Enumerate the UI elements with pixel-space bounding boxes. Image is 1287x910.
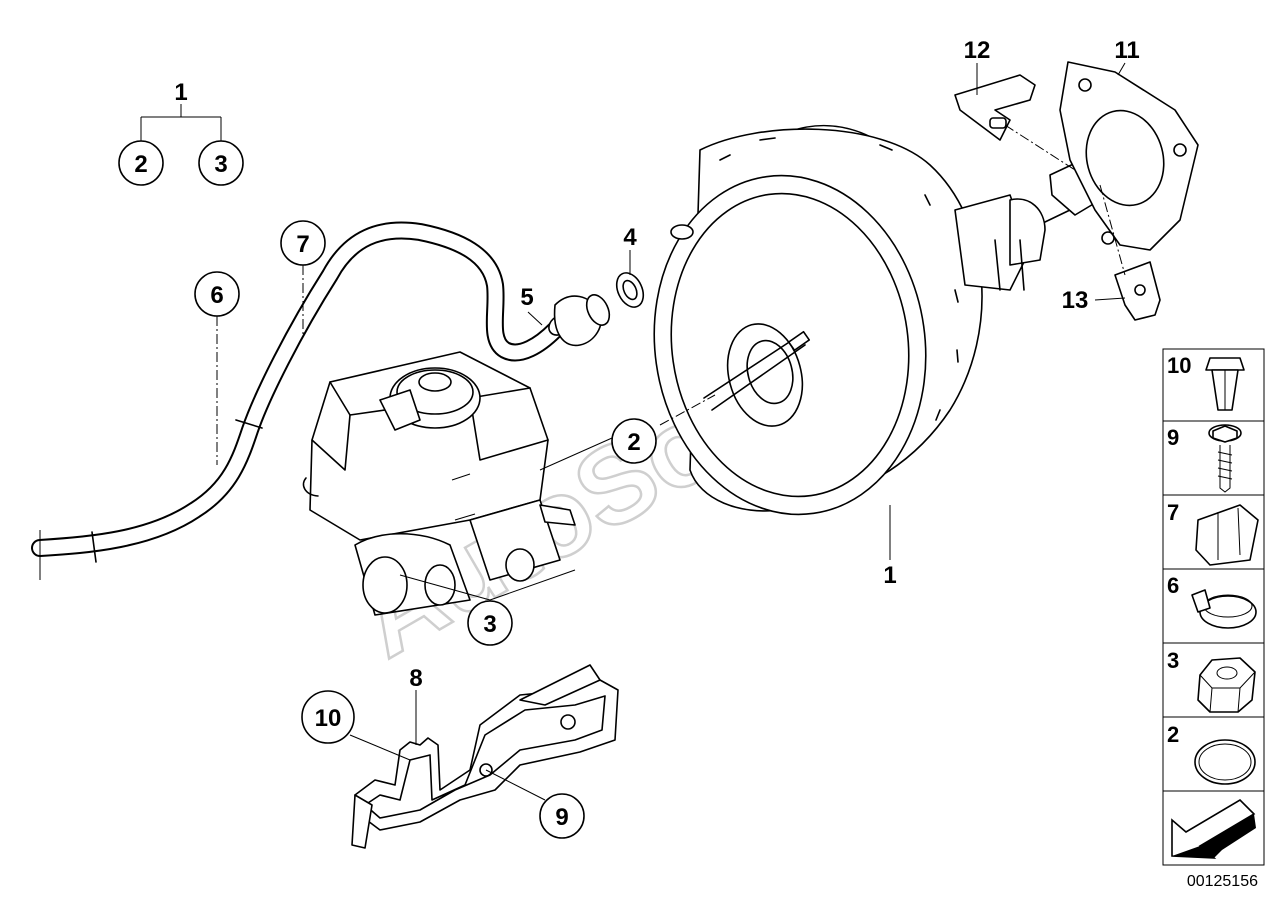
expanding-nut-icon (1205, 357, 1245, 411)
callout-10: 10 (301, 690, 355, 744)
brake-hose-assembly (31, 221, 564, 580)
callout-1-top: 1 (174, 79, 187, 106)
clevis-and-bracket (954, 61, 1199, 321)
master-cylinder (302, 351, 576, 616)
legend-label-10: 10 (1167, 353, 1191, 378)
legend-item-arrow (1162, 790, 1265, 866)
callout-12: 12 (964, 37, 991, 64)
callout-9-label: 9 (555, 804, 568, 831)
callout-7: 7 (280, 220, 326, 266)
callout-4: 4 (623, 224, 637, 251)
callout-3-mid-label: 3 (483, 611, 496, 638)
callout-11: 11 (1114, 37, 1139, 64)
legend-item-10: 10 (1162, 348, 1265, 422)
callout-1-booster: 1 (883, 562, 896, 589)
seal-ring-icon (1194, 739, 1256, 785)
mounting-bracket (351, 664, 619, 849)
hose-clamp-icon (1191, 589, 1257, 629)
legend-label-3: 3 (1167, 648, 1179, 673)
callout-6: 6 (194, 271, 240, 317)
legend-label-7: 7 (1167, 500, 1179, 525)
legend-label-2: 2 (1167, 722, 1179, 747)
callout-13: 13 (1062, 287, 1089, 314)
callout-2-top-label: 2 (134, 151, 147, 178)
legend-label-9: 9 (1167, 425, 1179, 450)
callout-5: 5 (520, 284, 533, 311)
grommet-icon (1195, 504, 1259, 566)
callout-2-mid: 2 (611, 418, 657, 464)
legend-item-9: 9 (1162, 420, 1265, 496)
hose-connector (548, 272, 645, 347)
callout-3-top-label: 3 (214, 151, 227, 178)
hex-nut-icon (1197, 657, 1256, 713)
legend-item-7: 7 (1162, 494, 1265, 570)
callout-9: 9 (539, 793, 585, 839)
callout-3-mid: 3 (467, 600, 513, 646)
leader-lines (140, 62, 1126, 801)
callout-10-label: 10 (315, 705, 342, 732)
brake-booster (653, 124, 1071, 516)
callout-6-label: 6 (210, 282, 223, 309)
callout-8: 8 (409, 665, 422, 692)
screw-icon (1208, 424, 1242, 493)
legend-label-6: 6 (1167, 573, 1179, 598)
callout-2-mid-label: 2 (627, 429, 640, 456)
legend-item-3: 3 (1162, 642, 1265, 718)
callout-3-top: 3 (198, 140, 244, 186)
callout-2-top: 2 (118, 140, 164, 186)
drawing-number: 00125156 (1187, 873, 1258, 890)
callouts: 1 2 3 6 7 4 5 2 3 1 12 11 13 8 (118, 37, 1140, 839)
legend-panel: 10 9 7 (1162, 348, 1265, 866)
legend-item-2: 2 (1162, 716, 1265, 792)
direction-arrow-icon (1171, 798, 1256, 859)
legend-item-6: 6 (1162, 568, 1265, 644)
callout-7-label: 7 (296, 231, 309, 258)
